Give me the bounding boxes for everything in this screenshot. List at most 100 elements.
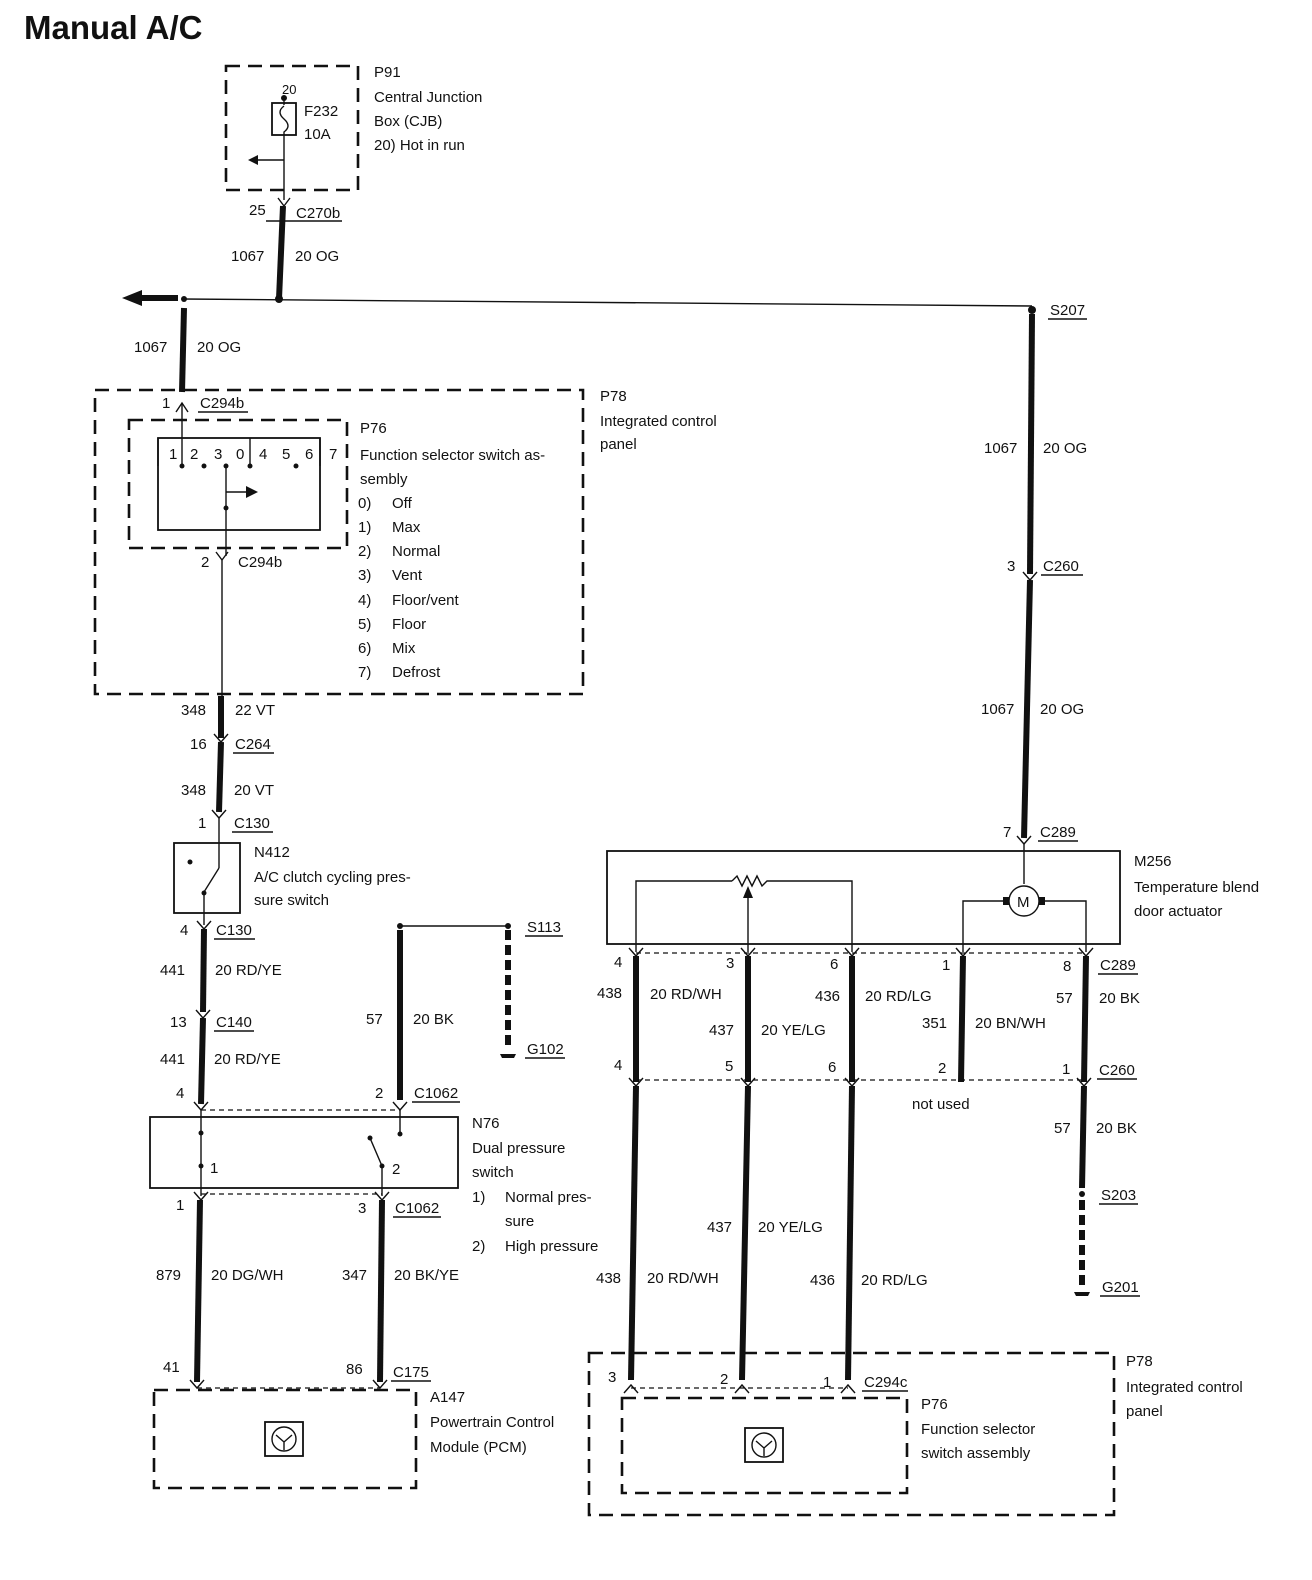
n412-name2: sure switch — [254, 892, 329, 909]
n76-pos1: 1 — [210, 1160, 218, 1177]
wire-57-lower — [1079, 1085, 1087, 1189]
wire-57-a-circuit: 57 — [366, 1011, 383, 1028]
c294c-pin-3: 3 — [608, 1369, 616, 1386]
wire-438-upper-gauge: 20 RD/WH — [650, 986, 722, 1003]
wire-351-circuit: 351 — [922, 1015, 947, 1032]
c260-top-pin: 3 — [1007, 558, 1015, 575]
wire-1067-right-a-circuit: 1067 — [984, 440, 1017, 457]
wire-57-lower-circuit: 57 — [1054, 1120, 1071, 1137]
p78-upper-name1: Integrated control — [600, 413, 717, 430]
position-num: 3) — [358, 567, 371, 584]
c289-pin-1: 1 — [942, 957, 950, 974]
n76-name2: switch — [472, 1164, 514, 1181]
wire-438-lower-circuit: 438 — [596, 1270, 621, 1287]
power-bus — [181, 298, 1033, 307]
m256-actuator-box — [606, 850, 1121, 945]
c175-pin-right: 86 — [346, 1361, 363, 1378]
wire-348-a-gauge: 22 VT — [235, 702, 275, 719]
wire-879-gauge: 20 DG/WH — [211, 1267, 284, 1284]
n76-legend-2-line1: High pressure — [505, 1238, 598, 1255]
page-title: Manual A/C — [24, 9, 202, 46]
wiper-arrow-icon — [743, 886, 753, 898]
fuse-id: F232 — [304, 103, 338, 120]
c289-pin-8: 8 — [1063, 958, 1071, 975]
wire-57-upper-gauge: 20 BK — [1099, 990, 1140, 1007]
p78-lower-name2: panel — [1126, 1403, 1163, 1420]
c260-row-name: C260 — [1099, 1062, 1135, 1079]
c264-name: C264 — [235, 736, 271, 753]
position-num: 4) — [358, 592, 371, 609]
selector-positions-legend: 0) Off 1) Max 2) Normal 3) Vent 4) Floor… — [358, 495, 460, 681]
p76-upper-id: P76 — [360, 420, 387, 437]
wire-1067-right-a — [1027, 313, 1035, 575]
wire-437-upper-circuit: 437 — [709, 1022, 734, 1039]
c1062-bottom-pin-right: 3 — [358, 1200, 366, 1217]
wire-1067-right-a-gauge: 20 OG — [1043, 440, 1087, 457]
position-label: Mix — [392, 640, 416, 657]
s113-label: S113 — [527, 919, 561, 936]
switch-contact-icon — [203, 867, 220, 893]
c294c-pin-1: 1 — [823, 1374, 831, 1391]
m256-name1: Temperature blend — [1134, 879, 1259, 896]
p76-switch-body — [157, 437, 321, 531]
n76-legend-1-line1: Normal pres- — [505, 1189, 592, 1206]
wire-1067-top-gauge: 20 OG — [295, 248, 339, 265]
c289-pin-3: 3 — [726, 955, 734, 972]
terminal-5: 5 — [282, 446, 290, 463]
wire-438-lower — [628, 1085, 639, 1381]
position-label: Max — [392, 519, 421, 536]
pcm-module-icon — [264, 1421, 304, 1457]
selector-arrow-icon — [246, 486, 258, 498]
position-num: 7) — [358, 664, 371, 681]
p76-upper-name2: sembly — [360, 471, 408, 488]
n76-legend-num-2: 2) — [472, 1238, 485, 1255]
terminal-6: 6 — [305, 446, 313, 463]
wire-441-a-gauge: 20 RD/YE — [215, 962, 282, 979]
terminal-0: 0 — [236, 446, 244, 463]
c289-top-pin: 7 — [1003, 824, 1011, 841]
terminal-7: 7 — [329, 446, 337, 463]
c1062-bottom-name: C1062 — [395, 1200, 439, 1217]
c130-top-pin: 1 — [198, 815, 206, 832]
p78-upper-id: P78 — [600, 388, 627, 405]
wire-348-b-circuit: 348 — [181, 782, 206, 799]
wire-351 — [958, 955, 966, 1083]
c1062-bottom-pin-left: 1 — [176, 1197, 184, 1214]
p76-upper-name1: Function selector switch as- — [360, 447, 545, 464]
wire-57-a-gauge: 20 BK — [413, 1011, 454, 1028]
c130-bottom-name: C130 — [216, 922, 252, 939]
position-num: 6) — [358, 640, 371, 657]
wire-348-a-circuit: 348 — [181, 702, 206, 719]
wire-351-gauge: 20 BN/WH — [975, 1015, 1046, 1032]
wire-441-a — [200, 928, 207, 1013]
not-used-label: not used — [912, 1096, 970, 1113]
n76-switch-box — [149, 1116, 459, 1189]
n76-id: N76 — [472, 1115, 500, 1132]
wire-438-upper-circuit: 438 — [597, 985, 622, 1002]
wire-441-b-circuit: 441 — [160, 1051, 185, 1068]
wire-1067-top-circuit: 1067 — [231, 248, 264, 265]
wire-1067-right-b-circuit: 1067 — [981, 701, 1014, 718]
c294c-pin-2: 2 — [720, 1371, 728, 1388]
wire-438-lower-gauge: 20 RD/WH — [647, 1270, 719, 1287]
terminal-3: 3 — [214, 446, 222, 463]
wire-436-lower — [845, 1085, 855, 1381]
c140-name: C140 — [216, 1014, 252, 1031]
position-label: Off — [392, 495, 413, 512]
g102-label: G102 — [527, 1041, 564, 1058]
terminal-4: 4 — [259, 446, 267, 463]
c175-pin-left: 41 — [163, 1359, 180, 1376]
wire-347-gauge: 20 BK/YE — [394, 1267, 459, 1284]
p91-pin: 20 — [282, 82, 296, 97]
c294b-bottom-name: C294b — [238, 554, 282, 571]
c264-pin: 16 — [190, 736, 207, 753]
position-label: Floor — [392, 616, 426, 633]
c289-top-name: C289 — [1040, 824, 1076, 841]
c1062-top-pin-left: 4 — [176, 1085, 184, 1102]
p76-lower-name2: switch assembly — [921, 1445, 1031, 1462]
c289-pin-4: 4 — [614, 954, 622, 971]
wire-348-b — [216, 741, 224, 813]
p78-lower-id: P78 — [1126, 1353, 1153, 1370]
wire-879-circuit: 879 — [156, 1267, 181, 1284]
c294b-bottom-pin: 2 — [201, 554, 209, 571]
